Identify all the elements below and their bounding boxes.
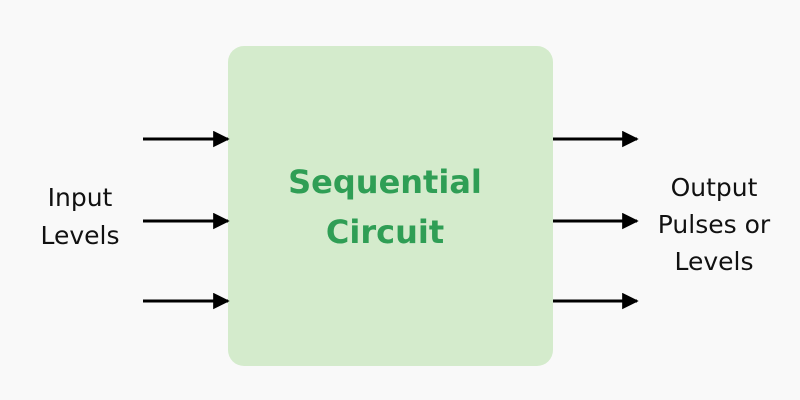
output-label-line-3: Levels [674,247,753,276]
input-label-line-2: Levels [40,221,119,250]
circuit-label-line-2: Circuit [326,213,444,251]
circuit-block [228,46,553,366]
output-label-line-2: Pulses or [658,210,771,239]
input-label-line-1: Input [48,183,113,212]
output-label-line-1: Output [671,173,758,202]
circuit-label-line-1: Sequential [288,163,482,201]
